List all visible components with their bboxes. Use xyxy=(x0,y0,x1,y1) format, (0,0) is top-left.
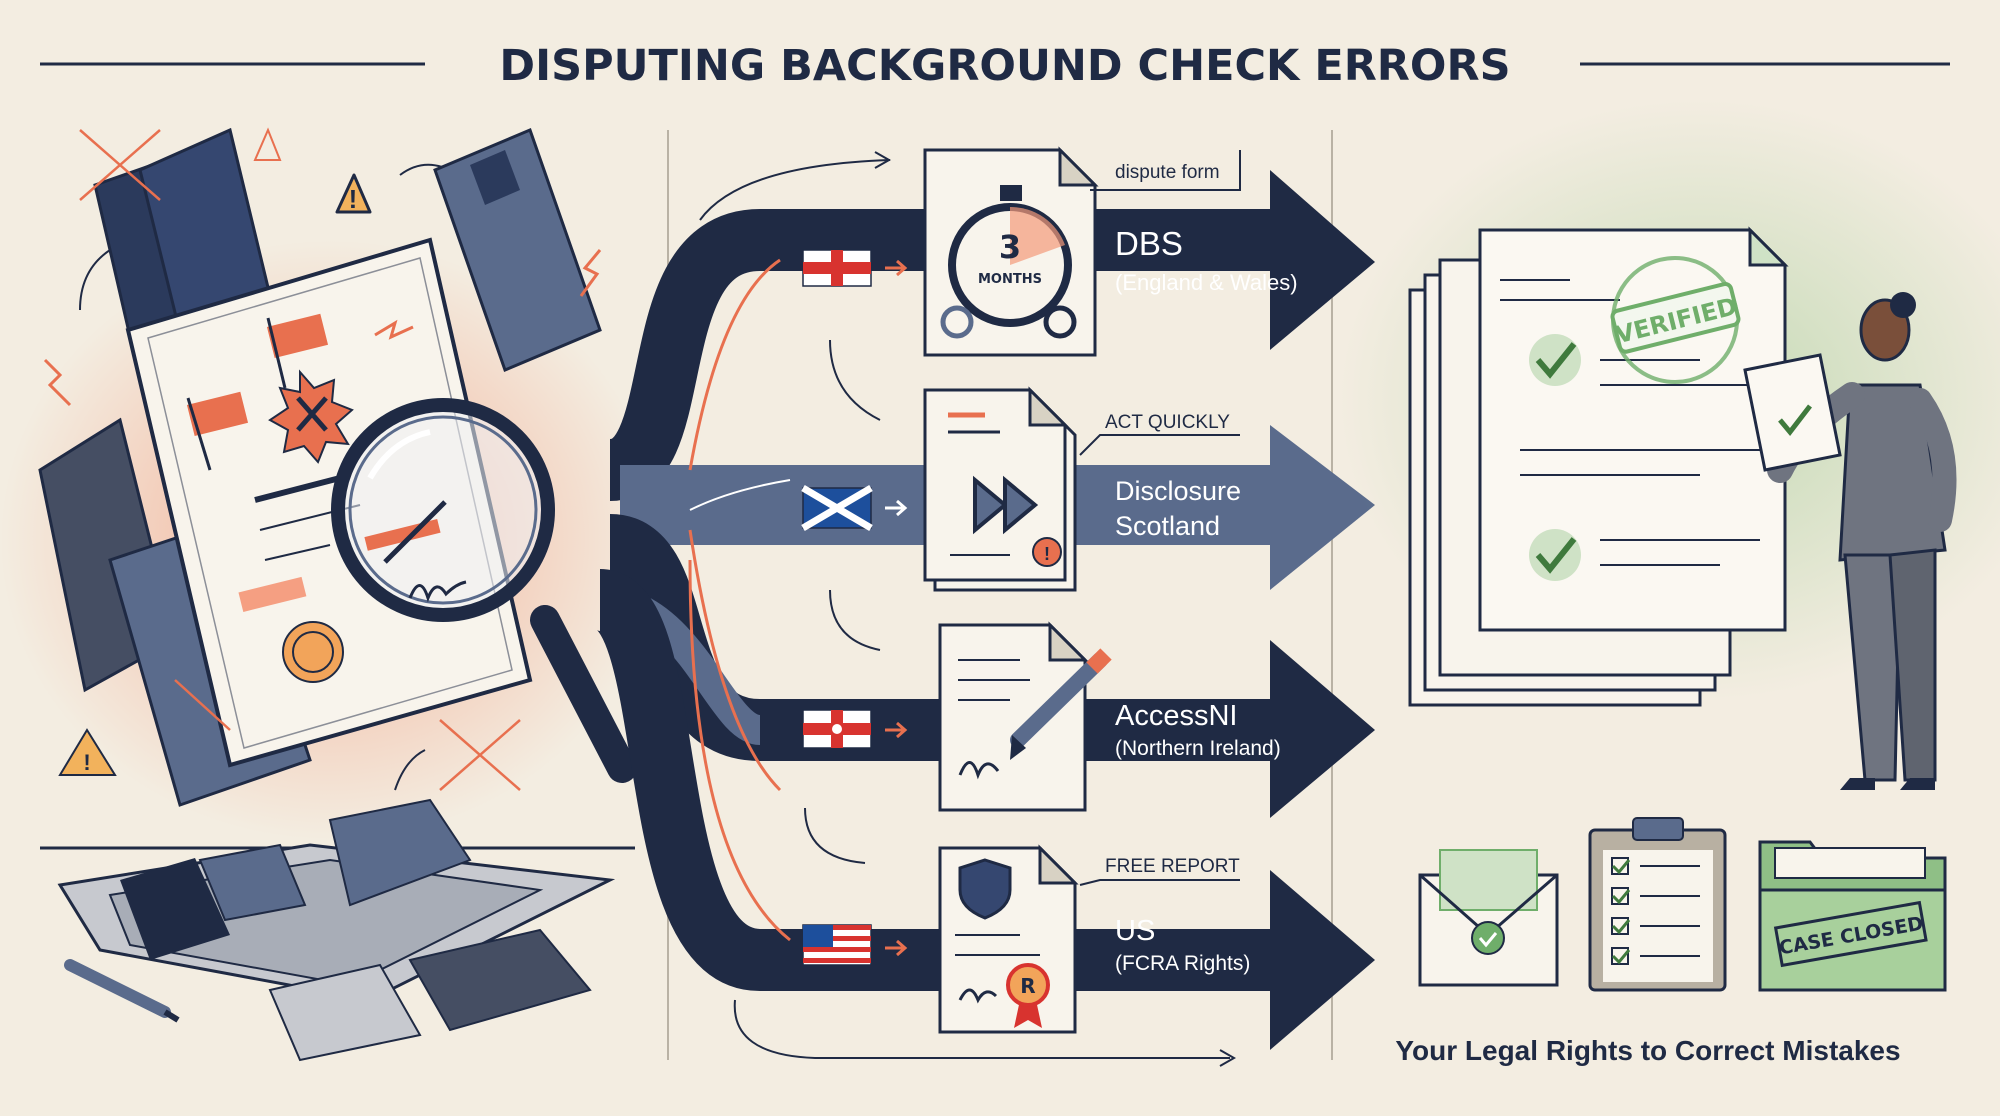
svg-text:!: ! xyxy=(1044,544,1050,564)
header: DISPUTING BACKGROUND CHECK ERRORS xyxy=(40,41,1950,91)
route-name: Disclosure xyxy=(1115,476,1241,506)
flow-ribbons xyxy=(592,151,1375,1067)
fast-forward-icon xyxy=(973,475,1039,535)
folder-icon: CASE CLOSED xyxy=(1758,840,1947,992)
checkmark-icon xyxy=(1529,334,1581,386)
us-flag xyxy=(802,924,872,966)
warning-icon xyxy=(253,127,282,161)
route-subtitle: (Northern Ireland) xyxy=(1115,737,1281,760)
magnifier-icon xyxy=(331,398,637,783)
route-dbs: 3 MONTHS dispute form DBS (England & Wal… xyxy=(802,146,1298,357)
route-tag: ACT QUICKLY xyxy=(1105,412,1230,433)
stopwatch-icon: 3 MONTHS xyxy=(940,185,1077,339)
route-subtitle: (FCRA Rights) xyxy=(1115,952,1250,975)
shield-icon xyxy=(958,858,1012,920)
person-reviewing xyxy=(1743,292,1957,790)
route-scotland: ! ACT QUICKLY Disclosure Scotland xyxy=(801,386,1241,592)
england-flag xyxy=(802,249,872,287)
scotland-flag xyxy=(801,484,873,532)
timer-unit: MONTHS xyxy=(978,272,1042,287)
svg-text:!: ! xyxy=(83,750,90,775)
route-name: DBS xyxy=(1115,225,1183,262)
warning-icon: ! xyxy=(335,173,372,214)
route-northern-ireland: AccessNI (Northern Ireland) xyxy=(802,621,1281,812)
route-tag: FREE REPORT xyxy=(1105,856,1240,877)
route-name: AccessNI xyxy=(1115,700,1237,732)
error-panel: ! ! xyxy=(0,127,660,1062)
route-name: US xyxy=(1115,915,1155,947)
timer-value: 3 xyxy=(999,228,1021,266)
pencil-icon xyxy=(64,959,180,1023)
warning-icon: ! xyxy=(58,728,117,776)
envelope-icon xyxy=(1418,849,1559,987)
clipboard-icon xyxy=(1588,817,1727,992)
route-subtitle: (England & Wales) xyxy=(1115,270,1298,295)
route-us: R FREE REPORT US (FCRA Rights) xyxy=(802,844,1250,1034)
page-title: DISPUTING BACKGROUND CHECK ERRORS xyxy=(499,41,1510,91)
checkmark-icon xyxy=(1529,529,1581,581)
northern-ireland-flag xyxy=(802,709,872,749)
pencil-icon xyxy=(1010,648,1112,760)
seal-letter: R xyxy=(1020,974,1035,998)
footer-caption: Your Legal Rights to Correct Mistakes xyxy=(1395,1035,1900,1066)
resolution-panel: VERIFIED xyxy=(1340,100,2000,1066)
route-subtitle: Scotland xyxy=(1115,511,1220,541)
svg-text:!: ! xyxy=(349,184,358,214)
route-tag: dispute form xyxy=(1115,162,1220,183)
